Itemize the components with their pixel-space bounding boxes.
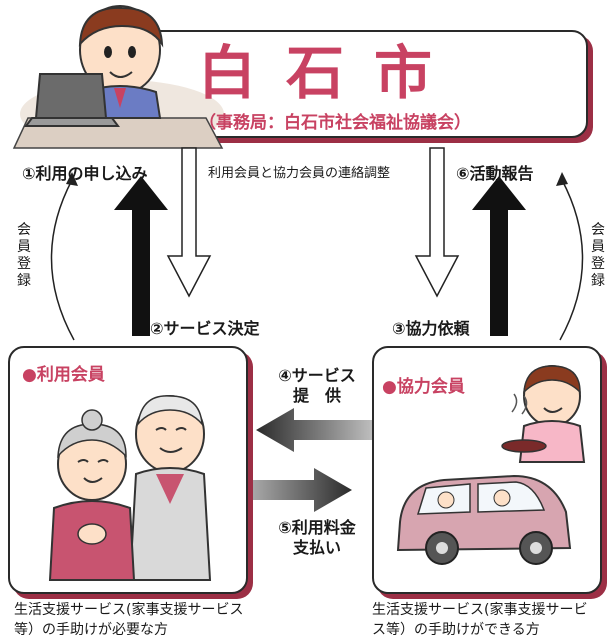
step-4-line-1: ④サービス xyxy=(278,366,356,385)
page-title: 白石市 xyxy=(197,39,462,107)
left-member-registration: 会員登録 xyxy=(17,222,31,289)
step-2-label: ②サービス決定 xyxy=(150,319,260,338)
step-6-label: ⑥活動報告 xyxy=(456,164,534,183)
helper-member-description: 生活支援サービス(家事支援サービス等）の手助けができる方 xyxy=(372,602,588,638)
left-registration-curve xyxy=(50,179,75,341)
right-registration-curve xyxy=(559,179,584,341)
cooperation-request-arrow xyxy=(414,147,460,298)
service-decision-arrow xyxy=(166,147,212,298)
step-5-line-1: ⑤利用料金 xyxy=(278,518,356,537)
left-registration-arrowhead xyxy=(66,172,78,186)
application-arrow xyxy=(114,176,168,336)
office-subtitle: （事務局：白石市社会福祉協議会） xyxy=(199,113,471,133)
office-worker-illustration xyxy=(12,5,224,149)
step-3-label: ③協力依頼 xyxy=(392,319,470,338)
activity-report-arrow xyxy=(472,176,526,336)
coordination-label: 利用会員と協力会員の連絡調整 xyxy=(208,166,391,181)
right-member-registration: 会員登録 xyxy=(591,222,605,289)
helper-member-label: ●協力会員 xyxy=(382,377,465,397)
user-member-description: 生活支援サービス(家事支援サービス等）の手助けが必要な方 xyxy=(14,602,244,638)
service-provision-arrow xyxy=(256,408,372,452)
user-member-label: ●利用会員 xyxy=(22,365,105,385)
step-1-label: ①利用の申し込み xyxy=(22,164,148,183)
step-5-line-2: 支払い xyxy=(292,538,341,557)
step-4-label: ④サービス 提 供 xyxy=(262,366,372,406)
right-registration-arrowhead xyxy=(556,172,568,186)
fee-payment-arrow xyxy=(236,468,352,512)
helper-illustration xyxy=(396,365,586,565)
elderly-couple-illustration xyxy=(48,395,212,581)
step-4-line-2: 提 供 xyxy=(292,386,341,405)
step-5-label: ⑤利用料金 支払い xyxy=(262,518,372,558)
